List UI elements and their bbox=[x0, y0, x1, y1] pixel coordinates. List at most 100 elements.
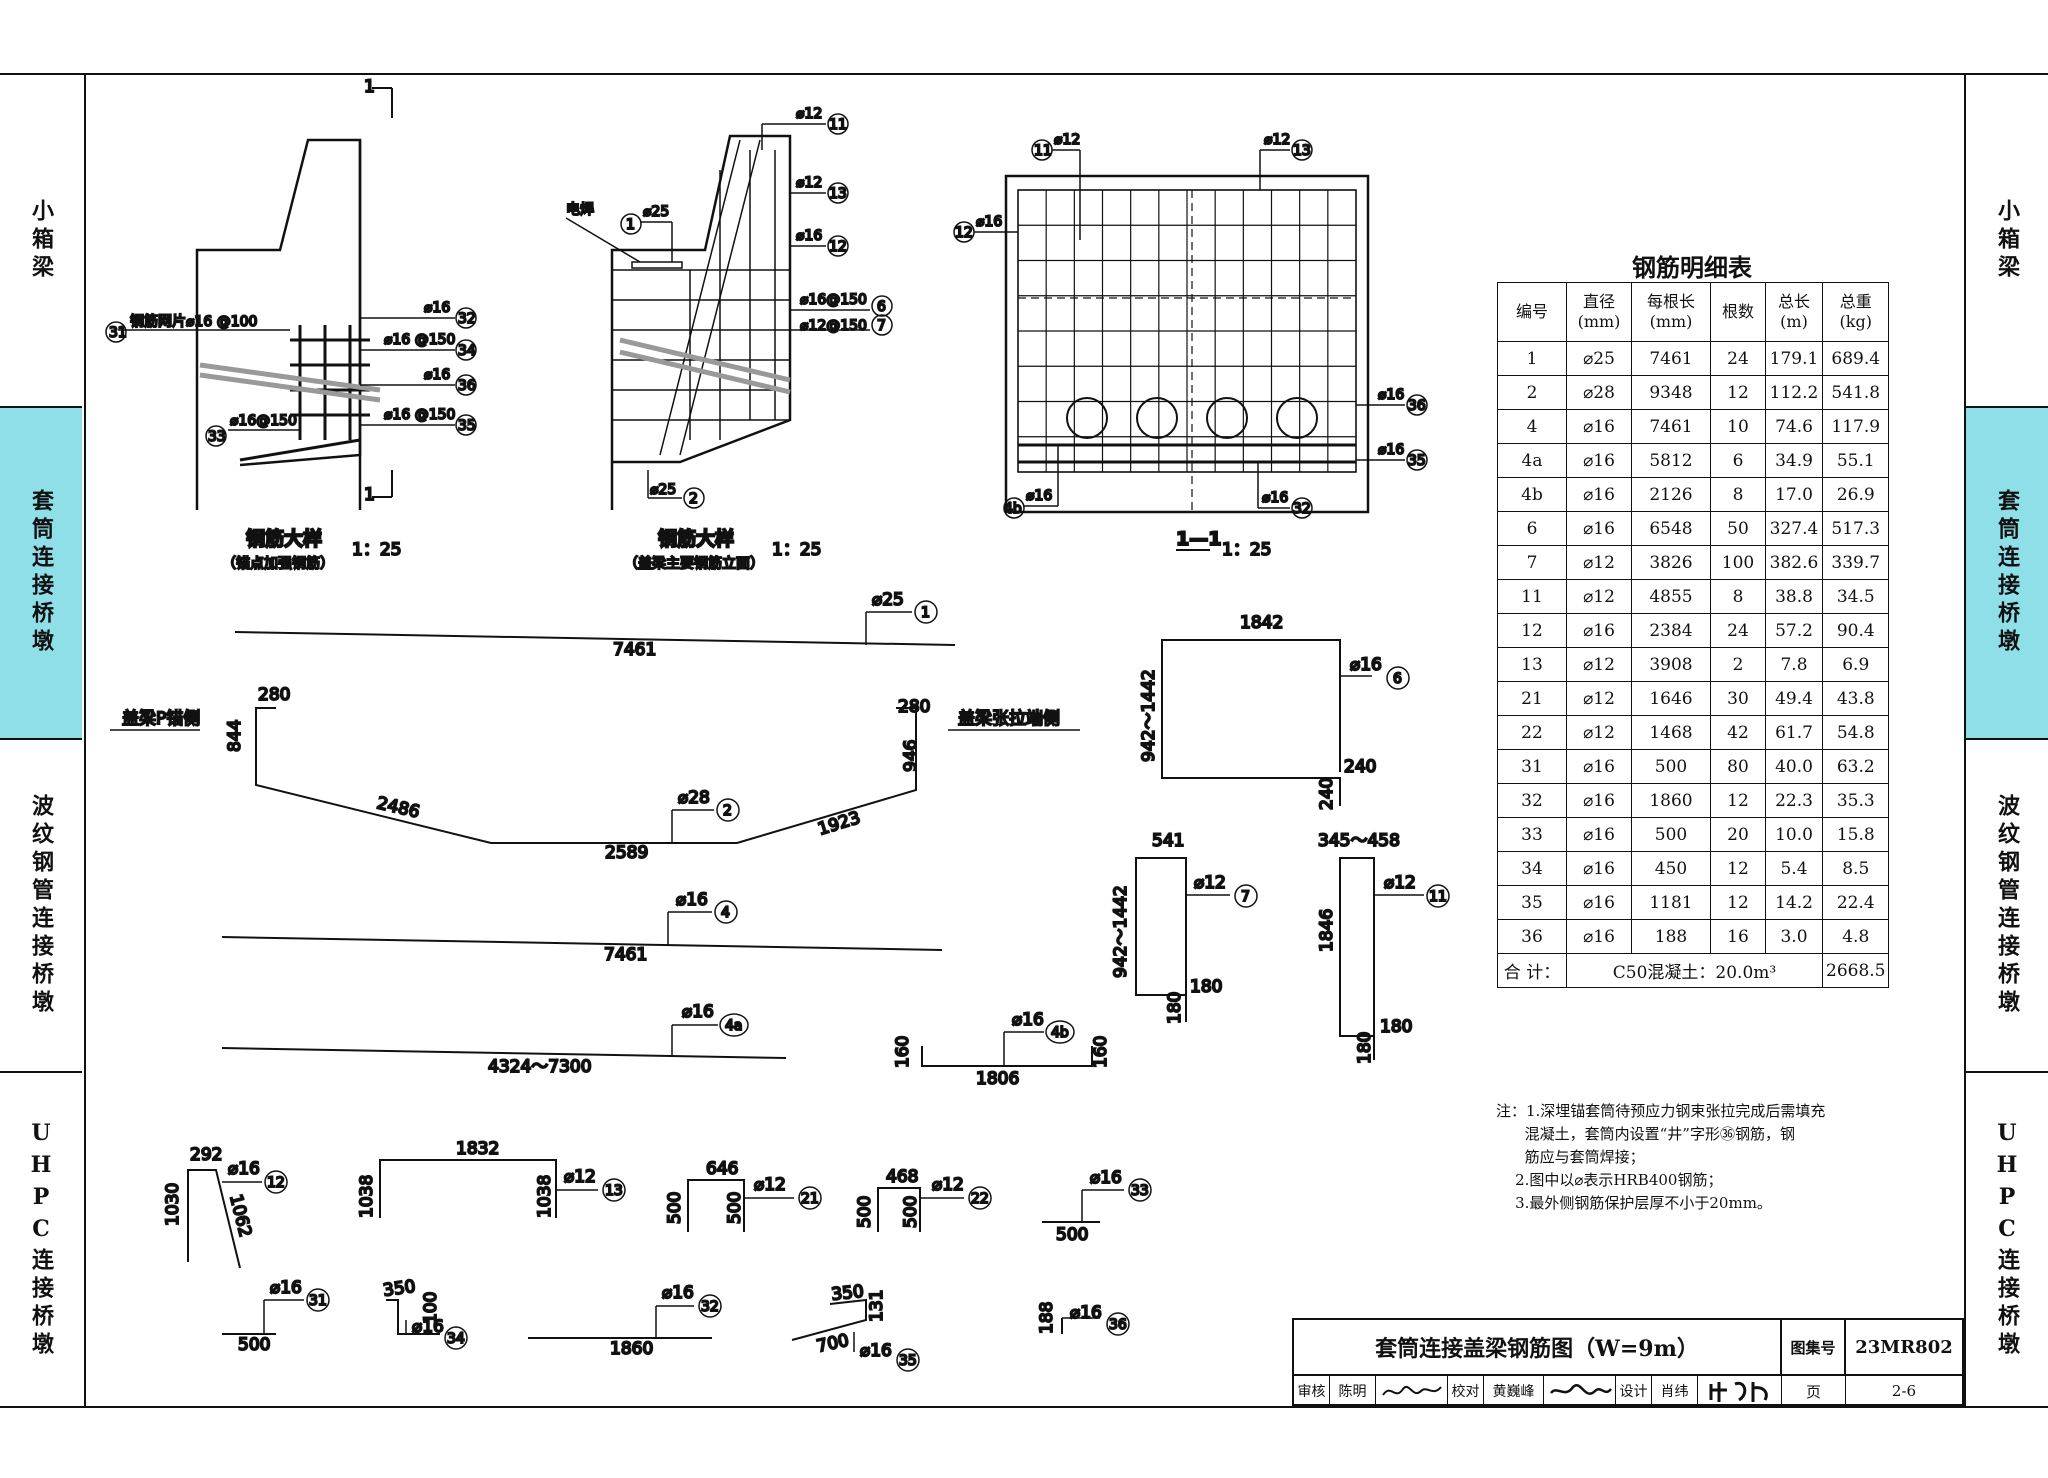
sec-bar12-dia: ⌀16 bbox=[976, 214, 1002, 230]
reviewer-name: 陈明 bbox=[1330, 1376, 1376, 1406]
cell-dia: ⌀12 bbox=[1566, 647, 1632, 682]
cell-len: 2126 bbox=[1631, 477, 1711, 512]
left-tab-sleeve-pier[interactable]: 套筒连接桥墩 bbox=[0, 408, 82, 740]
bar4b-length: 1806 bbox=[976, 1069, 1019, 1089]
bar-tag-31: 31 bbox=[109, 325, 127, 341]
tab-label: UHPC连接桥墩 bbox=[1994, 1119, 2020, 1360]
cell-count: 24 bbox=[1710, 341, 1766, 376]
bar-tag-34b: 34 bbox=[447, 1331, 465, 1347]
cell-len: 7461 bbox=[1631, 341, 1711, 376]
bar-shape-22: 468 500 500 ⌀12 22 bbox=[854, 1166, 992, 1232]
bar2-shape-dia: ⌀28 bbox=[678, 788, 710, 808]
bar11-a: 180 bbox=[1380, 1017, 1412, 1037]
bar-shape-36: ⌀16 36 188 bbox=[1036, 1301, 1130, 1336]
tab-label: UHPC连接桥墩 bbox=[28, 1119, 54, 1360]
bar-tag-22: 22 bbox=[971, 1191, 989, 1207]
cell-dia: ⌀25 bbox=[1566, 341, 1632, 376]
bar4b-shape-dia: ⌀16 bbox=[1012, 1010, 1044, 1030]
cell-len: 1646 bbox=[1631, 681, 1711, 716]
signature-design bbox=[1709, 1381, 1768, 1402]
bar-tag-12a: 12 bbox=[829, 239, 847, 255]
left-tab-uhpc-pier[interactable]: UHPC连接桥墩 bbox=[0, 1073, 82, 1406]
bar13-width: 1832 bbox=[456, 1139, 499, 1159]
header-dia: 直径 (mm) bbox=[1566, 282, 1632, 342]
bar2-seg3: 1923 bbox=[816, 808, 863, 840]
cell-no: 4 bbox=[1497, 409, 1567, 444]
bar12-top: 292 bbox=[190, 1145, 222, 1165]
bar31-shape-dia: ⌀16 bbox=[270, 1278, 302, 1298]
bar-tag-35c: 35 bbox=[899, 1353, 917, 1369]
bar4-shape-dia: ⌀16 bbox=[676, 890, 708, 910]
cell-total-weight: 35.3 bbox=[1821, 783, 1890, 818]
cell-dia: ⌀12 bbox=[1566, 681, 1632, 716]
frame-left bbox=[84, 73, 86, 1408]
table-header-row: 编号 直径 (mm) 每根长 (mm) 根数 总长 (m) 总重 (kg) bbox=[1497, 282, 1890, 342]
cell-len: 1468 bbox=[1631, 715, 1711, 750]
detail1-scale: 1：25 bbox=[352, 540, 401, 560]
designer-name: 肖纬 bbox=[1652, 1376, 1698, 1406]
atlas-number: 23MR802 bbox=[1846, 1320, 1962, 1376]
header-len: 每根长 (mm) bbox=[1631, 282, 1711, 342]
bar13-shape-dia: ⌀12 bbox=[564, 1167, 596, 1187]
bar6-width: 1842 bbox=[1240, 613, 1283, 633]
bar-tag-12b: 12 bbox=[955, 225, 973, 241]
header-total-weight: 总重 (kg) bbox=[1821, 282, 1890, 342]
bar-tag-32b: 32 bbox=[1293, 501, 1311, 517]
detail-anchor-reinforcement: 1 1 31 钢筋网片⌀16 @100 ⌀16 32 ⌀16 @150 34 ⌀… bbox=[105, 76, 477, 573]
bar-tag-4a: 4a bbox=[725, 1018, 743, 1034]
cell-no: 11 bbox=[1497, 579, 1567, 614]
cell-count: 24 bbox=[1710, 613, 1766, 648]
bar-tag-4b-b: 4b bbox=[1051, 1025, 1069, 1041]
right-tab-sleeve-pier[interactable]: 套筒连接桥墩 bbox=[1966, 408, 2048, 740]
bar4b-right: 160 bbox=[1091, 1036, 1111, 1068]
cell-count: 80 bbox=[1710, 749, 1766, 784]
cell-len: 450 bbox=[1631, 851, 1711, 886]
section-1-1: 11 ⌀12 ⌀12 13 12 ⌀16 ⌀16 36 ⌀16 35 4b ⌀1… bbox=[953, 131, 1428, 561]
cell-len: 2384 bbox=[1631, 613, 1711, 648]
section-scale: 1：25 bbox=[1222, 540, 1271, 560]
cell-no: 22 bbox=[1497, 715, 1567, 750]
cell-total-weight: 54.8 bbox=[1821, 715, 1890, 750]
frame-right bbox=[1964, 73, 1966, 1408]
bar-shape-13: 1832 1038 1038 ⌀12 13 bbox=[356, 1138, 626, 1219]
bar2-dia-a: ⌀25 bbox=[650, 482, 676, 498]
bar-tag-1a: 1 bbox=[626, 217, 635, 233]
cell-count: 42 bbox=[1710, 715, 1766, 750]
detail2-subtitle: （盖梁主要钢筋立面） bbox=[624, 555, 764, 572]
bar22-right: 500 bbox=[901, 1196, 921, 1228]
cell-total-len: 34.9 bbox=[1765, 443, 1823, 478]
bar11-b: 180 bbox=[1355, 1032, 1375, 1064]
total-concrete: C50混凝土：20.0m³ bbox=[1566, 953, 1823, 988]
cell-dia: ⌀16 bbox=[1566, 477, 1632, 512]
left-tab-corrugated-pier[interactable]: 波纹钢管连接桥墩 bbox=[0, 740, 82, 1073]
bar34-a: 350 bbox=[382, 1277, 417, 1301]
bar35-b: 131 bbox=[867, 1290, 887, 1322]
cell-no: 12 bbox=[1497, 613, 1567, 648]
bar33-length: 500 bbox=[1056, 1225, 1088, 1245]
bar31-length: 500 bbox=[238, 1335, 270, 1355]
right-tab-uhpc-pier[interactable]: UHPC连接桥墩 bbox=[1966, 1073, 2048, 1406]
bar13-dia: ⌀12 bbox=[796, 175, 822, 191]
cell-total-weight: 517.3 bbox=[1821, 511, 1890, 546]
table-total-row: 合 计： C50混凝土：20.0m³ 2668.5 bbox=[1497, 953, 1890, 988]
cell-total-weight: 117.9 bbox=[1821, 409, 1890, 444]
bar21-width: 646 bbox=[706, 1159, 738, 1179]
signature-check bbox=[1549, 1384, 1612, 1395]
cell-len: 5812 bbox=[1631, 443, 1711, 478]
bar2-seg1: 2486 bbox=[375, 793, 422, 822]
bar-shape-11: 345～458 1846 ⌀12 11 180 180 bbox=[1316, 830, 1450, 1065]
right-tab-small-box-girder[interactable]: 小箱梁 bbox=[1966, 75, 2048, 408]
bar-shape-33: ⌀16 33 500 bbox=[1042, 1167, 1152, 1246]
review-label: 审核 bbox=[1294, 1376, 1330, 1406]
left-tab-small-box-girder[interactable]: 小箱梁 bbox=[0, 75, 82, 408]
bar2-mid: 2589 bbox=[605, 843, 648, 863]
cell-count: 12 bbox=[1710, 783, 1766, 818]
bar-shape-12: 292 1030 1062 ⌀16 12 bbox=[162, 1144, 288, 1269]
right-tab-corrugated-pier[interactable]: 波纹钢管连接桥墩 bbox=[1966, 740, 2048, 1073]
cell-no: 21 bbox=[1497, 681, 1567, 716]
bar22-width: 468 bbox=[886, 1167, 918, 1187]
bar-tag-21: 21 bbox=[801, 1191, 819, 1207]
